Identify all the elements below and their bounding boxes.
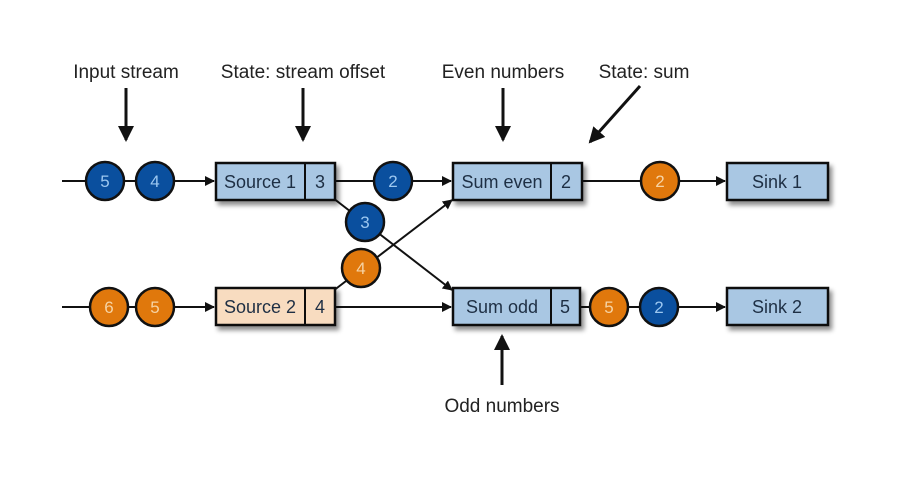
event-circle [84, 160, 126, 202]
event-src2-to-even: 4 [340, 247, 382, 289]
event-value: 5 [100, 172, 109, 191]
operator-source2-label: Source 2 [224, 297, 296, 317]
event-circle [344, 201, 386, 243]
event-circle [134, 286, 176, 328]
event-circle [88, 286, 130, 328]
label-input-stream: Input stream [73, 62, 179, 83]
operator-box [214, 286, 337, 327]
event-input1-b: 4 [134, 160, 176, 202]
event-input2-a: 6 [88, 286, 130, 328]
event-circle [639, 160, 681, 202]
operator-sum-odd-label: Sum odd [466, 297, 538, 317]
operator-source1-state: 3 [315, 172, 325, 192]
operator-sink1-label: Sink 1 [752, 172, 802, 192]
event-value: 5 [150, 298, 159, 317]
event-circle [588, 286, 630, 328]
event-value: 6 [104, 298, 113, 317]
operator-sink2 [725, 286, 830, 327]
event-value: 4 [150, 172, 159, 191]
operator-source1 [214, 161, 337, 202]
operator-sum-even-label: Sum even [461, 172, 542, 192]
event-value: 4 [356, 259, 365, 278]
event-circle [134, 160, 176, 202]
operator-sink1 [725, 161, 830, 202]
event-even-to-sink1: 2 [639, 160, 681, 202]
operator-sum-odd [451, 286, 582, 327]
event-odd-to-sink2-b: 2 [638, 286, 680, 328]
operator-sum-even-state: 2 [561, 172, 571, 192]
operator-source1-label: Source 1 [224, 172, 296, 192]
event-value: 2 [654, 298, 663, 317]
operator-box [214, 161, 337, 202]
operator-sum-odd-state: 5 [560, 297, 570, 317]
operator-box [451, 286, 582, 327]
event-src1-to-even: 2 [372, 160, 414, 202]
event-input1-a: 5 [84, 160, 126, 202]
event-odd-to-sink2-a: 5 [588, 286, 630, 328]
arrow-state-sum [588, 85, 642, 144]
event-src1-to-odd: 3 [344, 201, 386, 243]
events-layer: 5 4 6 5 2 3 4 2 5 2 [84, 160, 681, 328]
label-state-sum: State: sum [599, 62, 690, 83]
event-value: 2 [388, 172, 397, 191]
operator-source2 [214, 286, 337, 327]
operator-source2-state: 4 [315, 297, 325, 317]
event-circle [638, 286, 680, 328]
event-circle [340, 247, 382, 289]
event-value: 3 [360, 213, 369, 232]
operator-sum-even [451, 161, 584, 202]
event-value: 2 [655, 172, 664, 191]
operator-box [725, 161, 830, 202]
operator-box [451, 161, 584, 202]
label-odd-numbers: Odd numbers [444, 396, 559, 417]
event-circle [372, 160, 414, 202]
operator-box [725, 286, 830, 327]
label-state-stream-offset: State: stream offset [221, 62, 386, 83]
event-input2-b: 5 [134, 286, 176, 328]
label-even-numbers: Even numbers [442, 62, 565, 83]
event-value: 5 [604, 298, 613, 317]
operator-sink2-label: Sink 2 [752, 297, 802, 317]
